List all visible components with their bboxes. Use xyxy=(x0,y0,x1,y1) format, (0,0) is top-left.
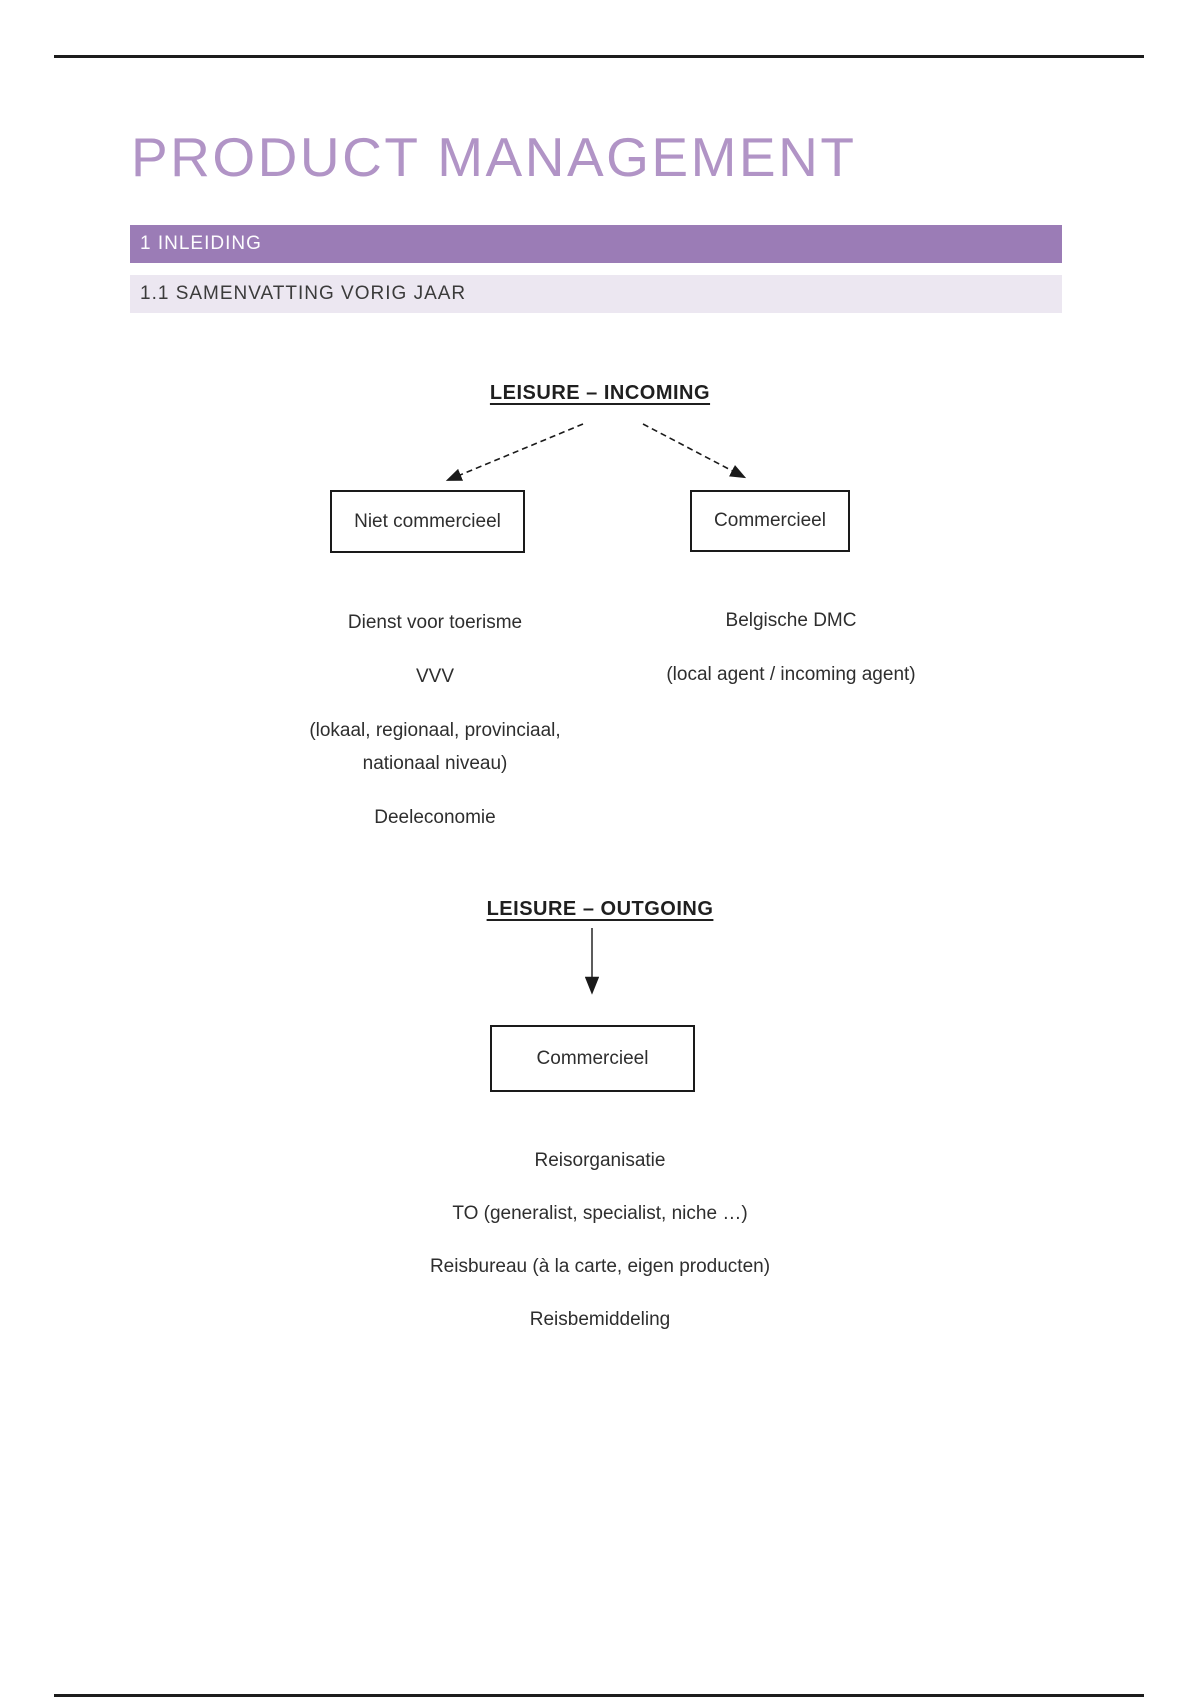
section-heading-bar: 1 INLEIDING xyxy=(130,225,1062,263)
subsection-heading-bar: 1.1 SAMENVATTING VORIG JAAR xyxy=(130,275,1062,313)
list-item: Belgische DMC xyxy=(725,610,857,631)
list-item: Reisbemiddeling xyxy=(529,1309,671,1330)
diagram-incoming-title: LEISURE – INCOMING xyxy=(489,382,711,404)
diagram-outgoing-title: LEISURE – OUTGOING xyxy=(486,898,714,920)
list-item: Reisbureau (à la carte, eigen producten) xyxy=(429,1256,771,1277)
list-item: VVV xyxy=(415,666,455,687)
box-commercieel-outgoing: Commercieel xyxy=(490,1025,695,1092)
subsection-heading-text: 1.1 SAMENVATTING VORIG JAAR xyxy=(140,283,467,304)
arrow-to-niet-commercieel xyxy=(445,423,584,481)
box-niet-commercieel: Niet commercieel xyxy=(330,490,525,553)
arrow-to-commercieel-incoming xyxy=(642,423,747,479)
list-item: Deeleconomie xyxy=(374,807,496,828)
incoming-left-items: Dienst voor toerisme VVV (lokaal, region… xyxy=(285,606,585,855)
section-heading-text: 1 INLEIDING xyxy=(140,233,262,254)
page-title: PRODUCT MANAGEMENT xyxy=(131,126,857,188)
list-item: TO (generalist, specialist, niche …) xyxy=(452,1203,748,1224)
list-item: (lokaal, regionaal, provinciaal, nationa… xyxy=(309,720,561,774)
incoming-right-items: Belgische DMC (local agent / incoming ag… xyxy=(631,604,951,712)
list-item: (local agent / incoming agent) xyxy=(666,664,916,685)
outgoing-items: Reisorganisatie TO (generalist, speciali… xyxy=(380,1144,820,1356)
box-commercieel-incoming-label: Commercieel xyxy=(714,510,826,531)
header-rule xyxy=(54,55,1144,58)
list-item: Dienst voor toerisme xyxy=(347,612,523,633)
box-niet-commercieel-label: Niet commercieel xyxy=(354,510,501,532)
box-commercieel-incoming: Commercieel xyxy=(690,490,850,552)
list-item: Reisorganisatie xyxy=(534,1150,666,1171)
box-commercieel-outgoing-label: Commercieel xyxy=(536,1047,649,1069)
footer-rule xyxy=(54,1694,1144,1697)
